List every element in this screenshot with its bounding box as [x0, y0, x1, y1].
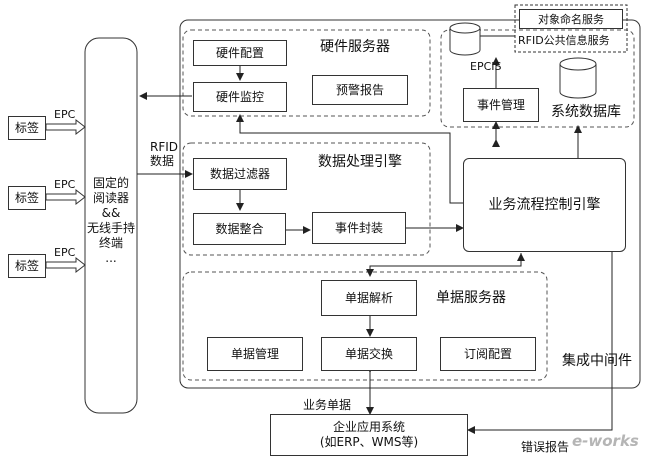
tag-box-2: 标签 — [8, 186, 46, 210]
hardware-monitor-box: 硬件监控 — [193, 82, 287, 112]
data-engine-group — [182, 142, 431, 256]
rfid-info-service-label: RFID公共信息服务 — [518, 34, 610, 47]
reader-panel — [84, 37, 138, 414]
enterprise-line-1: 企业应用系统 — [332, 420, 405, 434]
doc-manage-box: 单据管理 — [207, 337, 303, 371]
epc-label-1: EPC — [54, 108, 76, 121]
hardware-server-group — [182, 29, 431, 117]
tag-box-1: 标签 — [8, 116, 46, 140]
epcis-group — [440, 29, 635, 128]
doc-flow-label: 业务单据 — [303, 398, 352, 412]
doc-exchange-box: 单据交换 — [321, 337, 417, 371]
reader-line-1: 固定的 — [92, 176, 129, 190]
hardware-config-box: 硬件配置 — [193, 40, 287, 66]
workflow-to-monitor-arrow — [236, 114, 463, 204]
data-integrate-box: 数据整合 — [193, 213, 286, 245]
doc-server-title: 单据服务器 — [436, 290, 506, 306]
naming-service-box: 对象命名服务 — [519, 9, 623, 29]
epc-label-3: EPC — [54, 246, 76, 259]
workflow-engine-box: 业务流程控制引擎 — [463, 158, 626, 252]
subscribe-config-box: 订阅配置 — [440, 337, 536, 371]
doc-server-group — [182, 271, 548, 381]
rfid-data-line-1: RFID — [150, 140, 179, 154]
reader-line-6: ... — [105, 251, 117, 265]
alert-report-box: 预警报告 — [312, 75, 408, 105]
workflow-docserver-arrow — [366, 253, 522, 277]
doc-parse-box: 单据解析 — [321, 280, 417, 316]
epc-arrow — [45, 188, 86, 206]
reader-line-3: && — [101, 206, 121, 220]
middleware-container — [179, 19, 641, 389]
error-report-arrow — [467, 250, 613, 434]
epcis-label: EPCIS — [470, 60, 502, 73]
tag-box-3: 标签 — [8, 254, 46, 278]
hardware-server-title: 硬件服务器 — [320, 39, 390, 55]
data-filter-box: 数据过滤器 — [193, 158, 287, 190]
data-engine-title: 数据处理引擎 — [318, 154, 402, 170]
epc-label-2: EPC — [54, 178, 76, 191]
system-database-icon — [559, 57, 597, 99]
reader-label: 固定的 阅读器 && 无线手持 终端 ... — [85, 176, 137, 266]
epc-arrow — [45, 256, 86, 274]
reader-line-2: 阅读器 — [92, 191, 129, 205]
middleware-label: 集成中间件 — [562, 353, 632, 369]
reader-line-4: 无线手持 — [86, 221, 135, 235]
event-pack-box: 事件封装 — [312, 212, 406, 244]
watermark-logo: e-works — [572, 432, 639, 450]
rfid-data-label: RFID 数据 — [150, 140, 178, 168]
event-mgmt-box: 事件管理 — [463, 88, 539, 122]
error-report-label: 错误报告 — [521, 440, 570, 454]
reader-line-5: 终端 — [98, 236, 123, 250]
system-db-label: 系统数据库 — [551, 104, 621, 120]
enterprise-line-2: (如ERP、WMS等) — [319, 435, 419, 449]
public-services-group — [514, 4, 628, 53]
epcis-database-icon — [449, 22, 481, 56]
epc-arrow — [45, 118, 86, 136]
enterprise-system-box: 企业应用系统 (如ERP、WMS等) — [270, 414, 468, 456]
rfid-data-line-2: 数据 — [150, 154, 175, 168]
